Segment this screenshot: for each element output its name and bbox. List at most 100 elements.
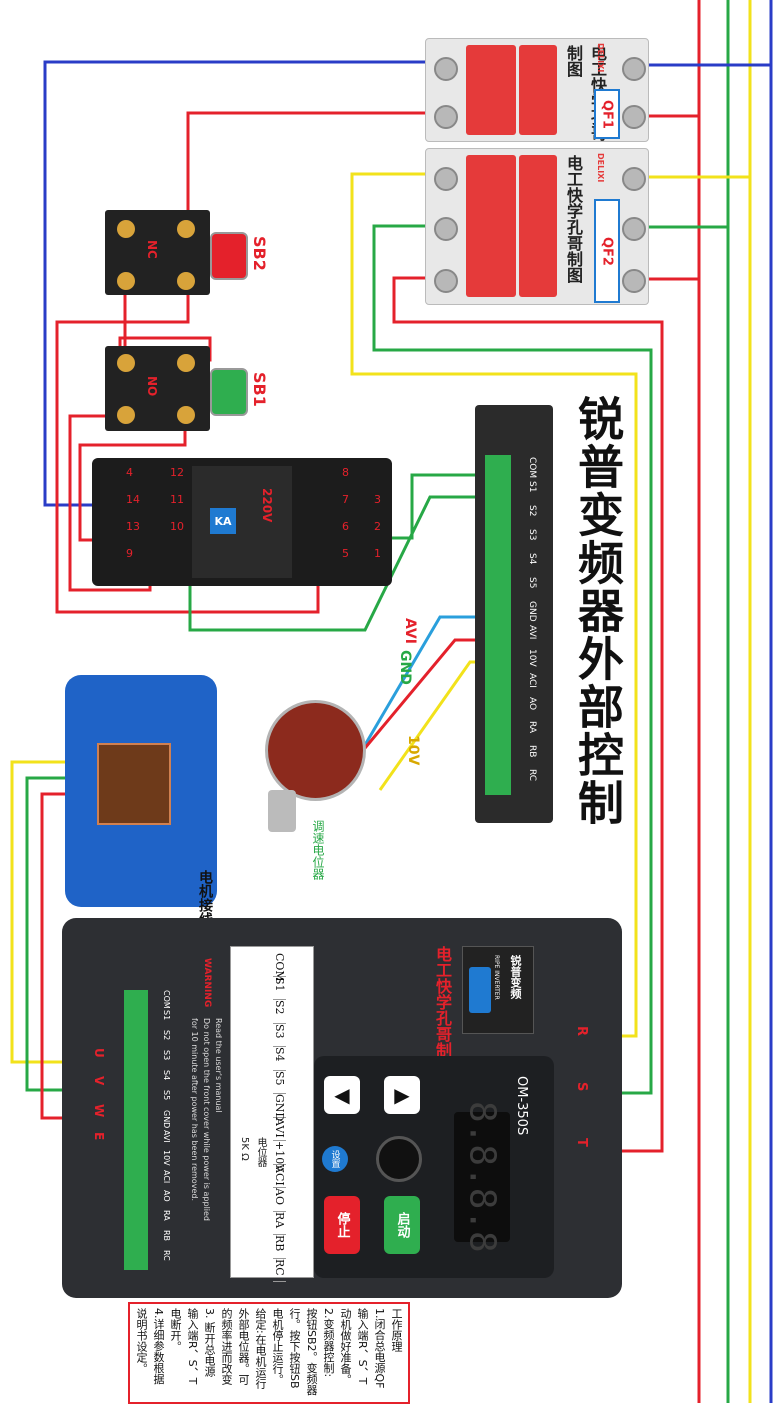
inverter-terminal-label: S4 [162,1070,171,1081]
screw-icon [177,354,195,372]
screw-icon [434,167,458,191]
relay-right-numbers-1: 8 7 6 5 [342,466,358,574]
breaker-qf1-brand: DELIXI [596,43,605,73]
breaker-qf2-brand: DELIXI [596,153,605,183]
notes-line: 3. 断开总电源 [203,1308,216,1377]
breaker-qf1-label-box: QF1 [594,89,620,139]
breaker-qf2-label: QF2 [599,236,615,266]
inverter-terminal-label: S2 [162,1030,171,1041]
terminal-label: S2 [527,505,537,517]
terminal-label: S3 [527,529,537,541]
speed-knob[interactable] [376,1136,422,1182]
screw-icon [622,105,646,129]
brand-name-en: RIPE INVERTER [493,955,500,1000]
notes-line: 输入端R、S、T [186,1308,199,1385]
potentiometer-shaft [268,790,296,832]
notes-line: 2.变频器控制: [322,1308,335,1378]
control-label: GND [273,1094,286,1122]
right-arrow-button[interactable]: ▶ [384,1076,420,1114]
notes-line: 工作原理 [390,1308,403,1352]
control-label: AVI [273,1118,286,1141]
control-label: S1 [273,977,286,1000]
pot-note: 电位器 [255,1137,266,1167]
sb1-green-cap [210,368,248,416]
warning-line: Read the user's manual [214,1018,223,1113]
control-label: S3 [273,1024,286,1047]
notes-line: 动机做好准备。 [339,1308,352,1385]
stop-button[interactable]: 停止 [324,1196,360,1254]
set-button[interactable]: 设置 [322,1146,348,1172]
run-button[interactable]: 启动 [384,1196,420,1254]
output-terminal-label: W [92,1104,106,1118]
relay-left-numbers: 4 14 13 9 [126,466,142,574]
control-label: S2 [273,1000,286,1024]
screw-icon [622,167,646,191]
breaker-qf2-label-box: QF2 [594,199,620,303]
inverter-watermark: 电工快学孔哥制图 [433,946,452,1074]
control-label: RC [273,1259,286,1282]
pot-wire-10v-label: 10V [405,735,421,766]
screw-icon [434,105,458,129]
brand-logo-icon [469,967,491,1013]
relay-pin-label: 6 [342,520,349,533]
screw-icon [177,272,195,290]
control-label: S4 [273,1047,286,1071]
pot-wire-avi-label: AVI [402,618,418,644]
control-label: +10V [273,1141,286,1173]
warning-line: for 10 minute after power has been remov… [190,1018,199,1201]
inverter-terminal-label: COM [162,990,171,1009]
terminal-label: GND [527,601,537,622]
relay-ka-label: KA [210,508,236,534]
notes-line: 电机停止运行。 [271,1308,284,1385]
control-label: ACI [273,1165,286,1188]
screw-icon [434,269,458,293]
breaker-qf2: 电工快学孔哥制图 QF2 DELIXI [425,148,649,305]
relay-left-numbers-2: 12 11 10 [170,466,186,547]
pot-wire-gnd-label: GND [397,650,413,685]
control-label: RB [273,1235,286,1259]
breaker-qf2-handle [466,155,516,297]
screw-icon [434,57,458,81]
screw-icon [117,354,135,372]
terminal-label: AVI [527,625,537,640]
screw-icon [177,220,195,238]
screw-icon [434,217,458,241]
output-terminal-label: U [92,1048,106,1058]
breaker-qf2-handle-2 [519,155,557,297]
inverter-terminal-label: S5 [162,1090,171,1101]
terminal-strip [485,455,511,795]
input-terminal-label: T [574,1138,589,1147]
control-label: COM [273,953,286,982]
terminal-label: COM [527,457,537,479]
output-terminal-label: V [92,1076,106,1086]
relay-body [192,466,292,578]
warning-title: WARNING [202,958,212,1008]
terminal-label: RC [527,769,537,782]
stop-button-label: 停止 [334,1212,350,1238]
triangle-right-icon: ▶ [394,1083,410,1107]
notes-line: 4.详细参数根据 [152,1308,165,1385]
run-button-label: 启动 [394,1212,410,1238]
relay-ka: KA 220V 4 14 13 9 12 11 10 8 7 6 5 3 2 1 [92,458,392,586]
breaker-qf1-label: QF1 [599,99,615,129]
relay-right-numbers-2: 3 2 1 [374,493,390,574]
potentiometer [265,700,366,801]
notes-line: 输入端R、S、T [356,1308,369,1385]
notes-line: 行。按下按钮SB [288,1308,301,1389]
relay-pin-label: 10 [170,520,184,533]
relay-pin-label: 5 [342,547,349,560]
screw-icon [622,57,646,81]
relay-pin-label: 8 [342,466,349,479]
brand-name: 锐普变频 [509,955,522,999]
inverter-control-terminals [124,990,148,1270]
inverter-terminal-label: 10V [162,1150,171,1166]
sb1-contact-label: NO [145,376,159,397]
relay-rating: 220V [260,488,274,523]
left-arrow-button[interactable]: ◀ [324,1076,360,1114]
